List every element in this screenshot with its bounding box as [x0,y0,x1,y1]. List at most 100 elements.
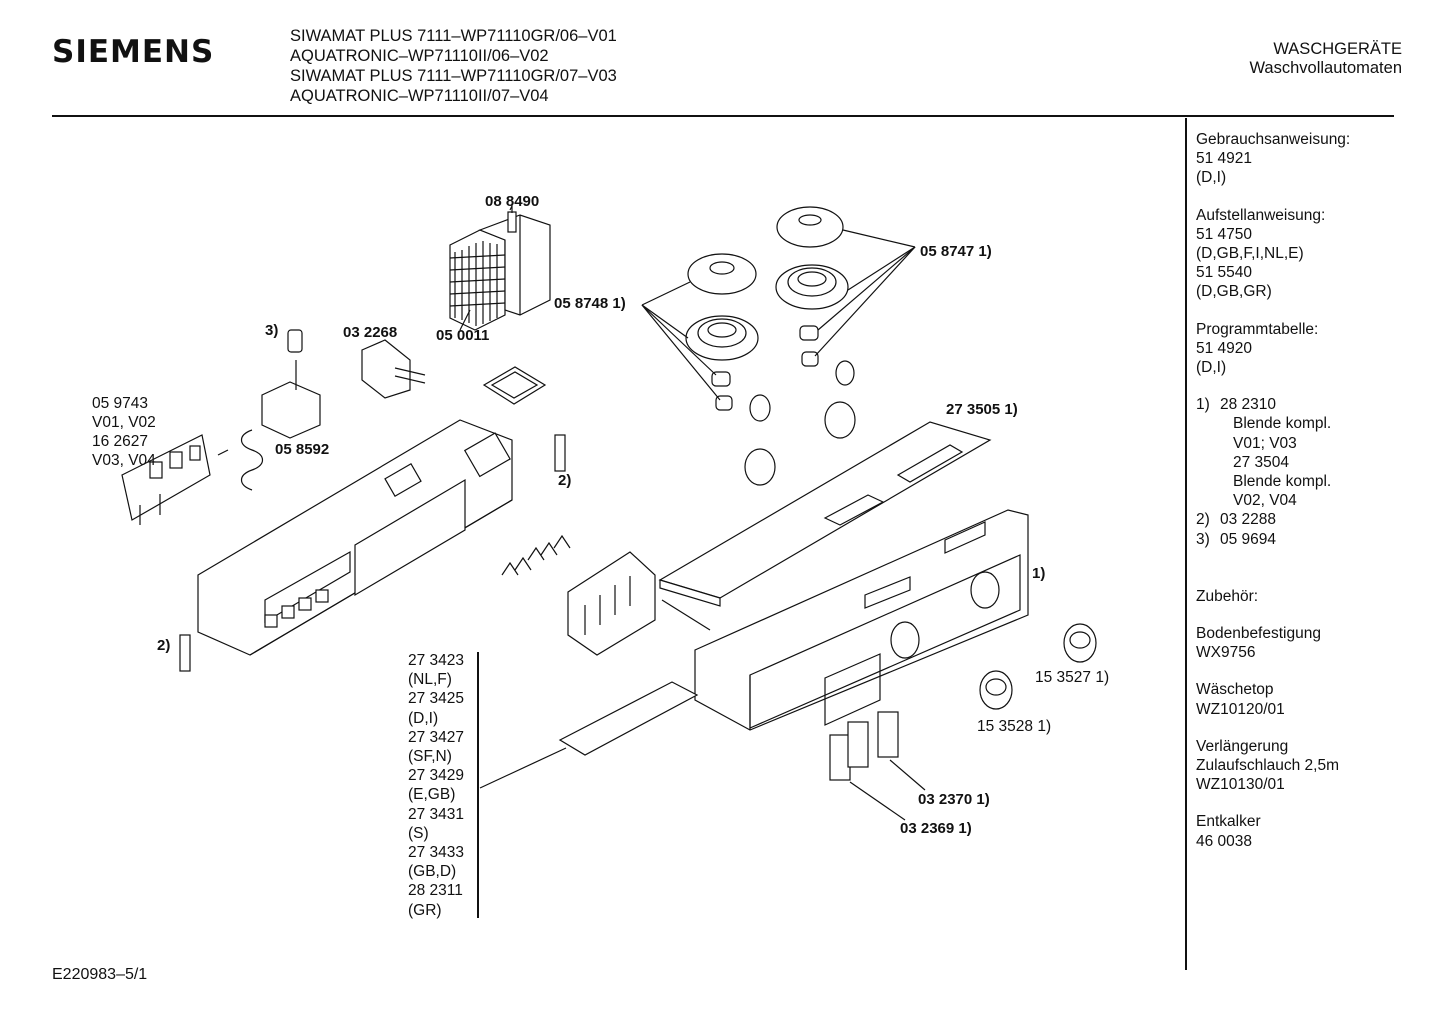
display-plate-part [658,421,992,631]
block-line: (D,I) [1196,169,1227,187]
footnote-3: 3) 05 9694 [1196,530,1436,549]
part-note: 3) [265,322,279,339]
footnote-line: 03 2288 [1220,511,1277,529]
programmtabelle-block: Programmtabelle: 51 4920 (D,I) [1196,320,1436,378]
footnote-1: 1) 28 2310 Blende kompl. V01; V03 27 350… [1196,395,1436,510]
verlaengerung-block: Verlängerung Zulaufschlauch 2,5m WZ10130… [1196,737,1436,795]
control-frame-part [197,419,513,656]
panel-variant: 27 3429 [408,767,465,785]
panel-variant: (D,I) [408,709,439,727]
model-list: SIWAMAT PLUS 7111–WP71110GR/06–V01 AQUAT… [290,26,617,106]
block-line: 51 4750 [1196,225,1253,243]
motor-part [240,360,321,491]
block-line: 46 0038 [1196,832,1253,850]
block-line: WZ10130/01 [1196,776,1285,794]
footnote-line: Blende kompl. [1233,415,1332,433]
siemens-logo: SIEMENS [52,34,215,70]
part-label: 05 0011 [436,327,490,344]
category-block: WASCHGERÄTE Waschvollautomaten [1212,40,1402,78]
footnote-number: 2) [1196,511,1210,529]
spring-contacts-part [501,534,571,576]
panel-variant: 27 3431 [408,805,465,823]
block-line: 51 4920 [1196,339,1253,357]
part-label: 05 9743 [92,395,149,412]
block-label: Entkalker [1196,813,1261,831]
footnote-2: 2) 03 2288 [1196,510,1436,529]
footnote-line: 28 2310 [1220,396,1277,414]
block-label: Bodenbefestigung [1196,625,1321,643]
sidebar-divider [1185,118,1187,970]
part-label: 03 2369 1) [900,820,972,837]
block-line: (D,I) [1196,359,1227,377]
part-note: 1) [1032,565,1046,582]
panel-variant: 27 3423 [408,652,465,669]
footnotes-block: 1) 28 2310 Blende kompl. V01; V03 27 350… [1196,395,1436,549]
exploded-parts-drawing [121,205,1097,821]
part-note: 2) [157,637,171,654]
panel-list-bracket [477,652,479,918]
category-title: WASCHGERÄTE [1273,40,1402,58]
button-rings-group [641,206,916,486]
panel-variant-list: 27 3423 (NL,F) 27 3425 (D,I) 27 3427 (SF… [408,651,464,920]
part-label: 27 3505 1) [946,401,1018,418]
panel-variant: (E,GB) [408,786,456,804]
waeschetop-block: Wäschetop WZ10120/01 [1196,680,1436,718]
part-label: 15 3527 1) [1035,669,1110,686]
panel-variant: 27 3433 [408,844,465,862]
block-label: Zubehör: [1196,587,1259,605]
panel-variant: (S) [408,824,429,842]
bodenbefestigung-block: Bodenbefestigung WX9756 [1196,624,1436,662]
panel-variant: 28 2311 [408,882,463,900]
block-label: Verlängerung [1196,737,1289,755]
program-panel-strip-part [479,681,699,789]
knobs-part [979,623,1097,710]
block-line: 51 4921 [1196,150,1253,168]
switch-elements-part [829,711,926,821]
header-divider [52,115,1394,117]
circuit-board-part [121,434,211,525]
gebrauchsanweisung-block: Gebrauchsanweisung: 51 4921 (D,I) [1196,130,1436,188]
panel-variant: (NL,F) [408,671,452,689]
footnote-line: Blende kompl. [1233,473,1332,491]
panel-variant: (GR) [408,901,442,919]
footnote-number: 3) [1196,530,1210,548]
block-label: Gebrauchsanweisung: [1196,131,1351,148]
connector-part [287,329,547,405]
footnote-line: V01; V03 [1233,434,1297,452]
part-label: 05 8747 1) [920,243,992,260]
footnote-line: 05 9694 [1220,530,1277,548]
model-line: SIWAMAT PLUS 7111–WP71110GR/07–V03 [290,67,617,85]
block-line: WX9756 [1196,644,1256,662]
panel-variant: (SF,N) [408,748,452,766]
model-line: SIWAMAT PLUS 7111–WP71110GR/06–V01 [290,27,617,45]
block-line: Zulaufschlauch 2,5m [1196,757,1340,775]
part-label: V03, V04 [92,452,156,469]
clip-part [179,634,191,672]
front-panel-part [694,509,1029,731]
footnote-line: 27 3504 [1233,453,1290,471]
part-label: 03 2370 1) [918,791,990,808]
block-line: (D,GB,GR) [1196,283,1272,301]
model-line: AQUATRONIC–WP71110II/07–V04 [290,87,549,105]
part-label: 05 8748 1) [554,295,626,312]
part-label: V01, V02 [92,414,156,431]
entkalker-block: Entkalker 46 0038 [1196,812,1436,850]
leader-lines [217,205,513,456]
document-code: E220983–5/1 [52,966,148,983]
sidebar: Gebrauchsanweisung: 51 4921 (D,I) Aufste… [1196,130,1436,869]
footnote-number: 1) [1196,396,1210,414]
part-label: 08 8490 [485,193,540,210]
clip-part [554,434,566,472]
zubehoer-block: Zubehör: [1196,587,1436,606]
part-label: 05 8592 [275,441,330,458]
panel-variant: 27 3427 [408,728,465,746]
panel-variant: (GB,D) [408,863,457,881]
block-label: Aufstellanweisung: [1196,206,1326,224]
part-label: 15 3528 1) [977,718,1052,735]
part-note: 2) [558,472,572,489]
block-line: 51 5540 [1196,264,1253,282]
block-line: WZ10120/01 [1196,700,1285,718]
model-line: AQUATRONIC–WP71110II/06–V02 [290,47,549,65]
part-label: 03 2268 [343,324,398,341]
aufstellanweisung-block: Aufstellanweisung: 51 4750 (D,GB,F,I,NL,… [1196,206,1436,302]
